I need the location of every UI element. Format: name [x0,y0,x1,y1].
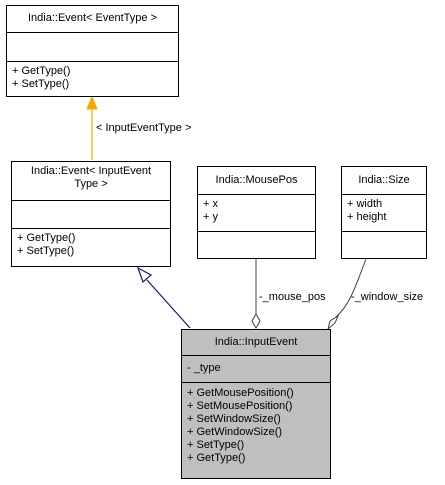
class-size[interactable]: India::Size + width + height [341,166,427,259]
class-input-event[interactable]: India::InputEvent - _type + GetMousePosi… [181,329,331,479]
class-title-line1: India::Event< InputEvent [30,165,152,177]
template-binding-label: < InputEventType > [96,122,192,134]
class-title: India::MousePos [215,174,298,186]
window-size-edge-label: -_window_size [351,291,424,303]
window-size-association-line [335,258,367,318]
window-size-diamond [327,314,340,331]
mouse-pos-diamond [251,312,261,330]
template-binding-arrowhead [86,95,98,110]
class-title: India::InputEvent [214,336,298,348]
attributes-section: - _type [182,355,330,382]
class-title-line2: Type > [74,178,108,190]
class-mouse-pos[interactable]: India::MousePos + x + y [197,166,316,259]
inheritance-arrowhead [136,266,153,284]
attributes-section [12,200,170,228]
method-set-type: + SetType() [12,78,70,90]
methods-section: + GetType() + SetType() [12,228,170,266]
class-event-template[interactable]: India::Event< EventType > + GetType() + … [6,5,179,97]
methods-section [342,231,426,258]
attribute-y: + y [203,211,218,223]
method-get-type: + GetType() [17,232,76,244]
method-set-mouse-position: + SetMousePosition() [187,400,293,412]
methods-section: + GetType() + SetType() [7,61,178,96]
class-title: India::Event< InputEvent Type > [12,162,170,200]
attribute-x: + x [203,198,218,210]
inheritance-line [146,279,191,329]
method-get-mouse-position: + GetMousePosition() [187,387,294,399]
class-title: India::Event< EventType > [27,12,158,24]
method-get-type: + GetType() [12,65,71,77]
method-get-window-size: + GetWindowSize() [187,426,283,438]
method-get-type: + GetType() [187,452,246,464]
attributes-section: + x + y [198,194,315,231]
method-set-type: + SetType() [17,245,75,257]
methods-section: + GetMousePosition() + SetMousePosition(… [182,382,330,478]
methods-section [198,231,315,258]
attribute-height: + height [347,211,387,223]
mouse-pos-edge-label: -_mouse_pos [259,291,326,303]
class-event-input[interactable]: India::Event< InputEvent Type > + GetTyp… [11,161,171,267]
attribute-type: - _type [187,362,221,374]
class-title: India::Size [358,174,410,186]
method-set-type: + SetType() [187,439,245,451]
attribute-width: + width [347,198,383,210]
attributes-section: + width + height [342,194,426,231]
method-set-window-size: + SetWindowSize() [187,413,281,425]
attributes-section [7,32,178,61]
